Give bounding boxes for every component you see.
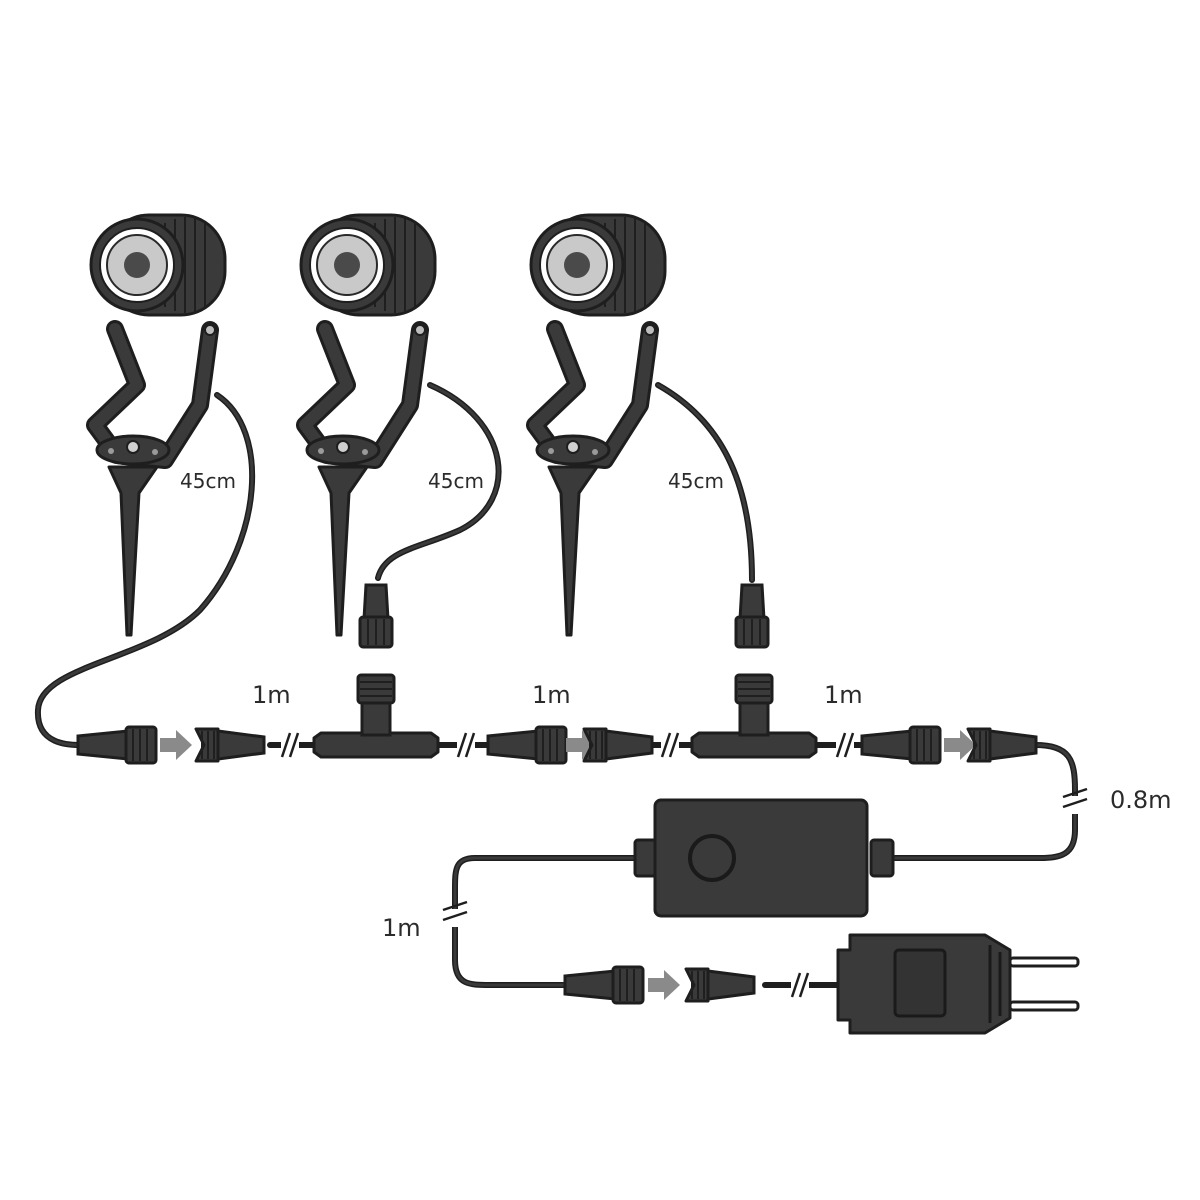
input-length-label: 1m — [382, 914, 421, 942]
connect-arrow-icon-1 — [160, 730, 192, 760]
input-cable — [452, 855, 638, 988]
output-length-label: 0.8m — [1110, 786, 1172, 814]
female-connector-3 — [966, 727, 1038, 763]
male-connector-1 — [76, 725, 158, 765]
cable-break-3 — [659, 729, 681, 761]
tee-splitter-2 — [690, 673, 818, 759]
cable-break-2 — [455, 729, 477, 761]
male-connector-4 — [563, 965, 645, 1005]
connect-arrow-icon-4 — [648, 970, 680, 1000]
spotlight-icon-3 — [531, 215, 665, 635]
lead-length-label-1: 45cm — [180, 469, 236, 493]
male-connector-3 — [860, 725, 942, 765]
male-connector-2 — [486, 725, 568, 765]
lead-length-label-3: 45cm — [668, 469, 724, 493]
tee-splitter-1 — [312, 673, 440, 759]
female-connector-4 — [684, 967, 756, 1003]
female-connector-2 — [582, 727, 654, 763]
lead-length-label-2: 45cm — [428, 469, 484, 493]
cable-break-5 — [1059, 787, 1091, 816]
segment-length-label-3: 1m — [824, 681, 863, 709]
transformer-box-icon — [633, 798, 895, 918]
cable-break-1 — [279, 729, 301, 761]
segment-length-label-1: 1m — [252, 681, 291, 709]
cable-break-4 — [834, 729, 856, 761]
cable-break-7 — [789, 969, 811, 1001]
spotlight-icon-1 — [91, 215, 225, 635]
spotlight-icon-2 — [301, 215, 435, 635]
segment-length-label-2: 1m — [532, 681, 571, 709]
female-connector-1 — [194, 727, 266, 763]
cable-break-6 — [439, 900, 471, 929]
lead-connector-2 — [358, 583, 394, 649]
lead-connector-3 — [734, 583, 770, 649]
transformer-button — [688, 834, 736, 882]
power-plug-icon — [836, 933, 1080, 1035]
